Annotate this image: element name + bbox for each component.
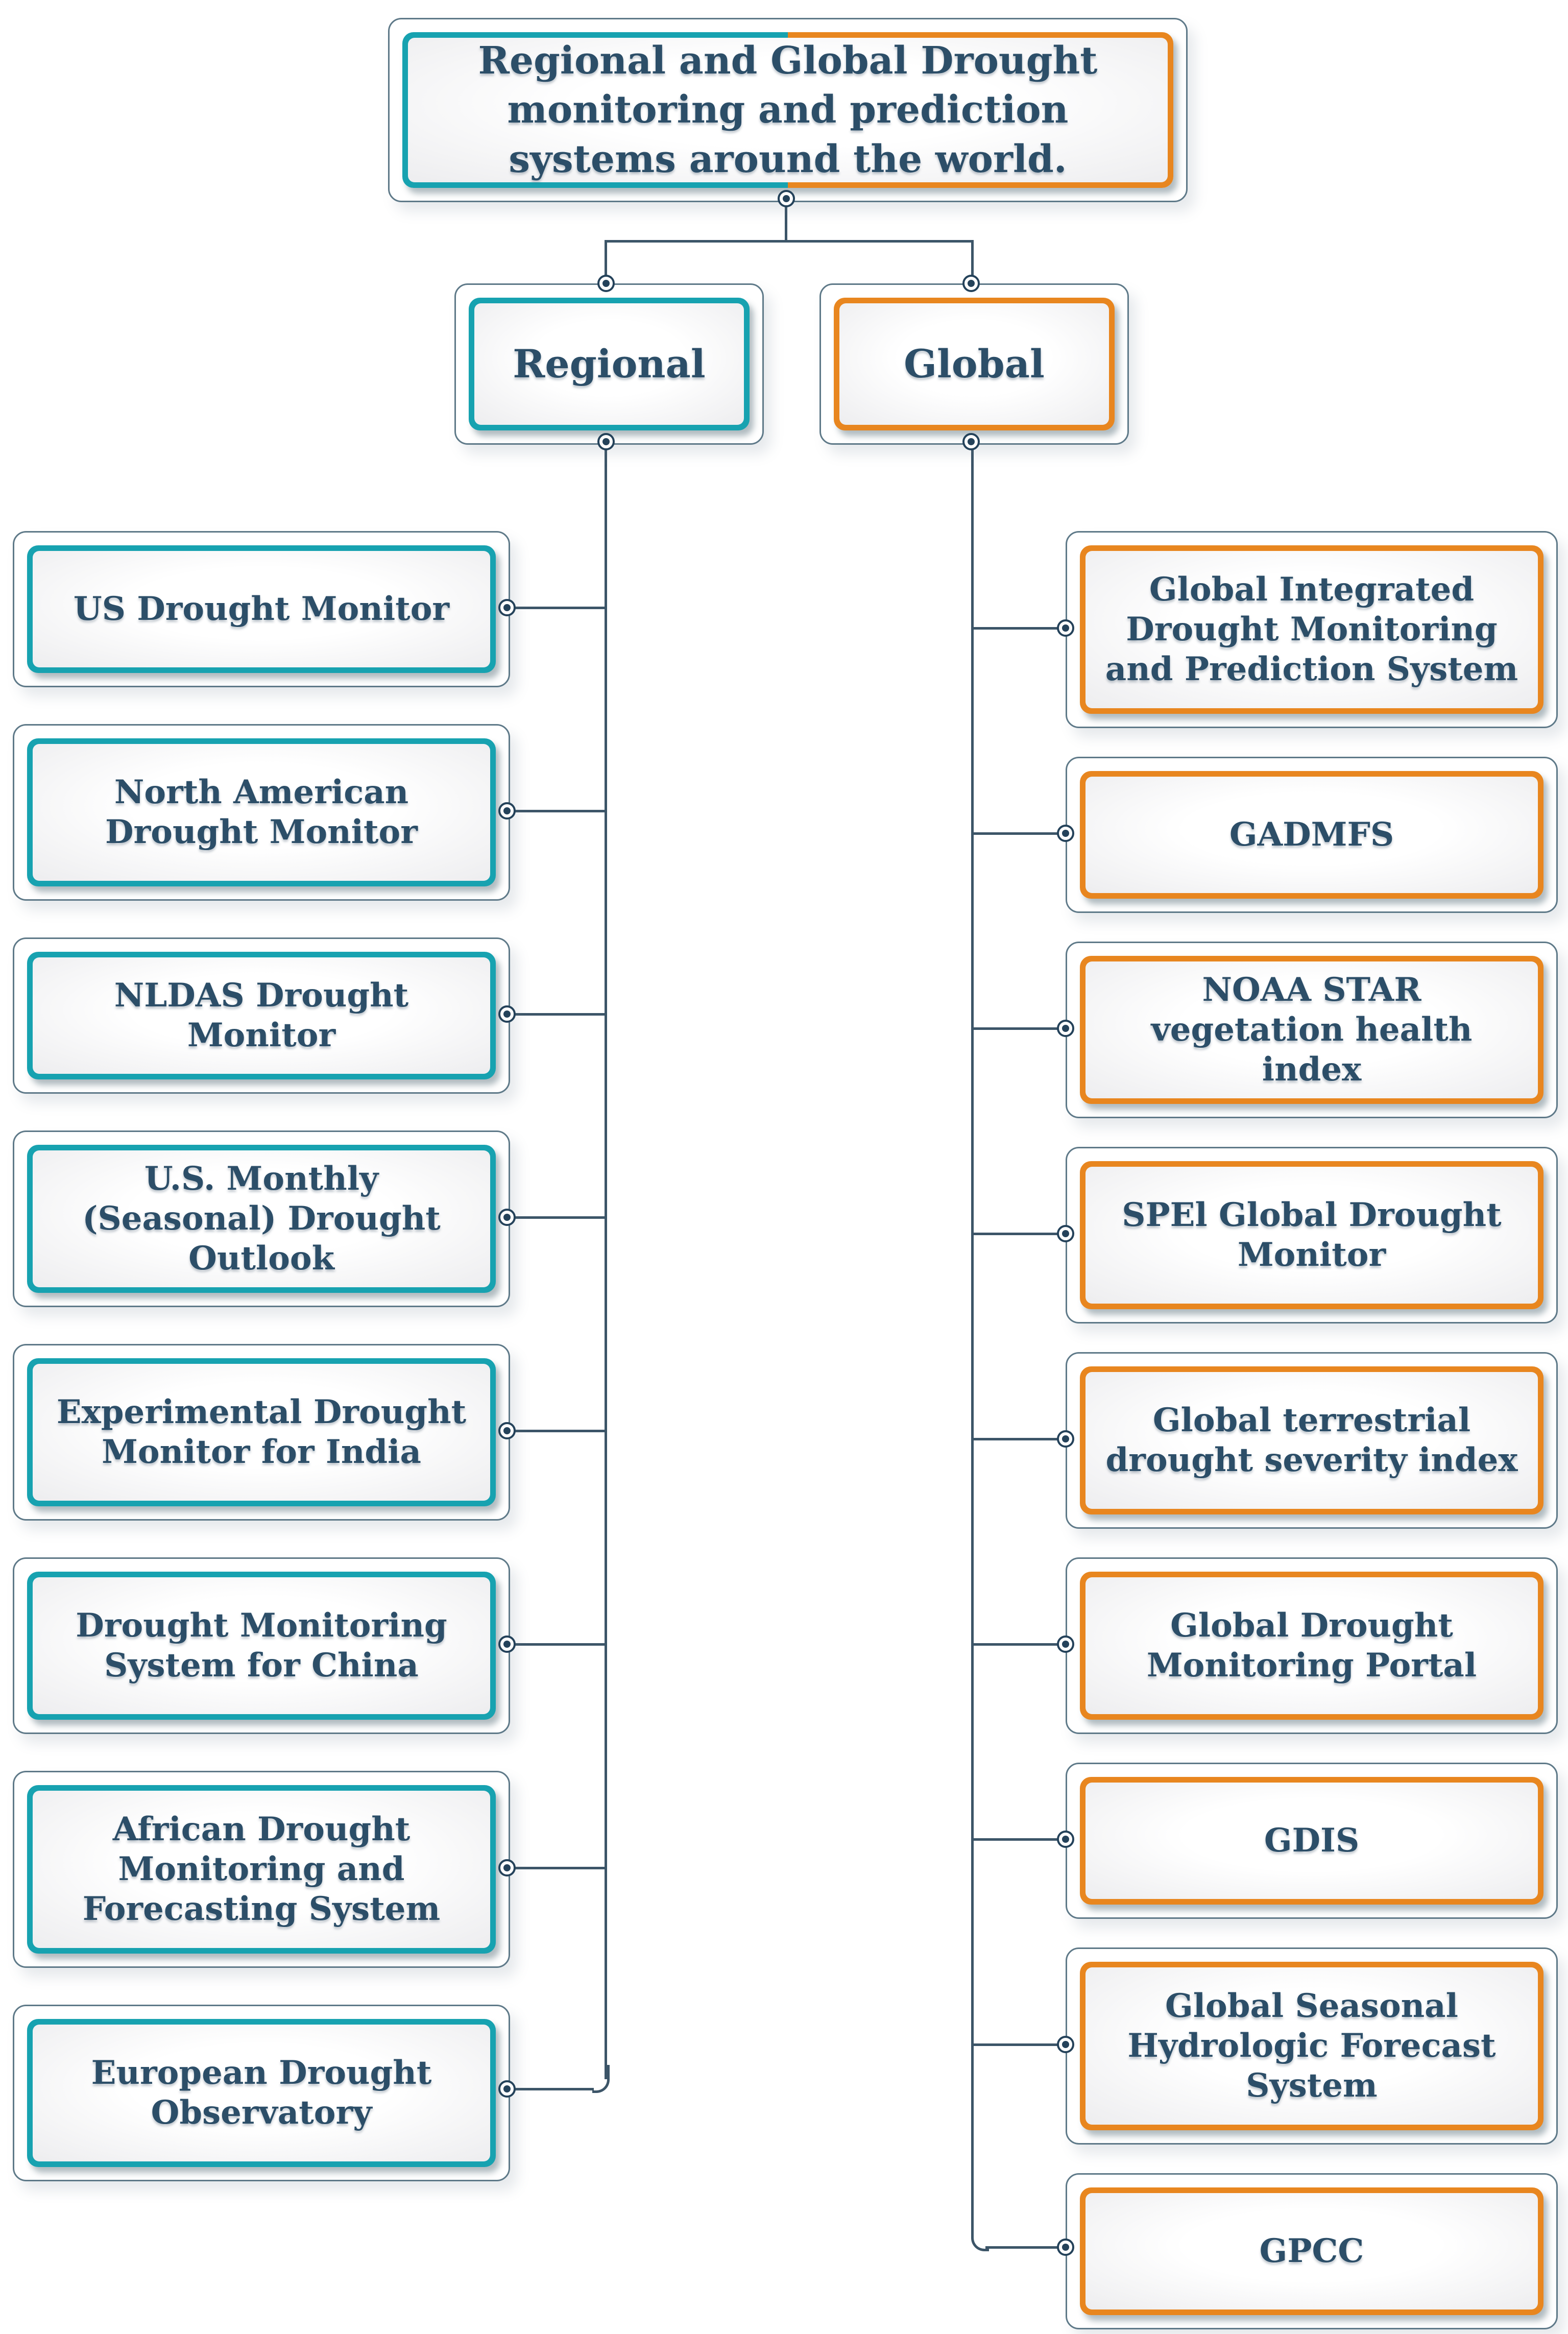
connector-line: [971, 240, 974, 285]
connector-dot-icon: [498, 1859, 516, 1876]
node-label: NOAA STAR vegetation health index: [1151, 970, 1473, 1089]
connector-line: [507, 1216, 606, 1219]
connector-dot-icon: [498, 1635, 516, 1653]
node-label: US Drought Monitor: [73, 589, 450, 628]
branch-label-global: Global: [904, 341, 1045, 387]
node-spei-global-drought-monitor: SPEl Global Drought Monitor: [1066, 1147, 1558, 1324]
node-us-drought-monitor: US Drought Monitor: [13, 531, 510, 687]
node-label: U.S. Monthly (Seasonal) Drought Outlook: [82, 1159, 441, 1278]
connector-line: [973, 627, 1066, 630]
node-experimental-drought-monitor-india: Experimental Drought Monitor for India: [13, 1344, 510, 1521]
node-label: GPCC: [1259, 2231, 1364, 2270]
connector-dot-icon: [1057, 1020, 1074, 1037]
connector-elbow: [971, 2223, 989, 2251]
node-gdis: GDIS: [1066, 1763, 1558, 1919]
connector-dot-icon: [1057, 2239, 1074, 2256]
node-gpcc: GPCC: [1066, 2173, 1558, 2329]
node-label: Global Integrated Drought Monitoring and…: [1105, 570, 1518, 689]
node-global: Global: [819, 283, 1129, 445]
node-gadmfs: GADMFS: [1066, 757, 1558, 913]
connector-dot-icon: [498, 2080, 516, 2098]
connector-dot-icon: [1057, 1635, 1074, 1653]
connector-dot-icon: [498, 1005, 516, 1023]
node-noaa-star-vegetation-health-index: NOAA STAR vegetation health index: [1066, 942, 1558, 1118]
node-label: Global Drought Monitoring Portal: [1146, 1606, 1477, 1685]
global-spine-line: [971, 440, 974, 2225]
connector-line: [507, 1643, 606, 1646]
connector-line: [507, 1013, 606, 1016]
connector-line: [507, 810, 606, 812]
connector-dot-icon: [597, 275, 615, 292]
node-nldas-drought-monitor: NLDAS Drought Monitor: [13, 937, 510, 1094]
node-european-drought-observatory: European Drought Observatory: [13, 2005, 510, 2181]
connector-line: [605, 240, 607, 285]
branch-label-regional: Regional: [513, 341, 706, 387]
regional-spine-line: [605, 440, 607, 2079]
title-accent-border: Regional and Global Drought monitoring a…: [402, 32, 1173, 188]
node-label: Global terrestrial drought severity inde…: [1105, 1401, 1518, 1479]
connector-line: [973, 2043, 1066, 2046]
global-content: Global: [839, 303, 1109, 425]
global-accent-border: Global: [834, 298, 1115, 430]
connector-dot-icon: [498, 599, 516, 616]
connector-dot-icon: [1057, 825, 1074, 842]
connector-dot-icon: [498, 802, 516, 820]
connector-dot-icon: [1057, 1225, 1074, 1242]
connector-line: [973, 1438, 1066, 1440]
node-north-american-drought-monitor: North American Drought Monitor: [13, 724, 510, 901]
page-title: Regional and Global Drought monitoring a…: [478, 39, 1098, 181]
connector-dot-icon: [498, 1422, 516, 1439]
node-label: Drought Monitoring System for China: [76, 1606, 447, 1685]
connector-line: [605, 240, 974, 243]
node-title: Regional and Global Drought monitoring a…: [388, 18, 1188, 202]
connector-dot-icon: [498, 1209, 516, 1226]
node-label: SPEl Global Drought Monitor: [1122, 1195, 1502, 1274]
connector-line: [973, 1838, 1066, 1841]
connector-line: [973, 1233, 1066, 1235]
node-us-monthly-seasonal-drought-outlook: U.S. Monthly (Seasonal) Drought Outlook: [13, 1130, 510, 1307]
connector-dot-icon: [1057, 619, 1074, 637]
connector-line: [973, 1027, 1066, 1030]
regional-accent-border: Regional: [469, 298, 750, 430]
connector-line: [507, 607, 606, 609]
node-global-drought-monitoring-portal: Global Drought Monitoring Portal: [1066, 1557, 1558, 1734]
node-global-seasonal-hydrologic-forecast-system: Global Seasonal Hydrologic Forecast Syst…: [1066, 1947, 1558, 2145]
node-label: Global Seasonal Hydrologic Forecast Syst…: [1127, 1986, 1496, 2105]
title-content: Regional and Global Drought monitoring a…: [408, 38, 1168, 182]
node-label: African Drought Monitoring and Forecasti…: [82, 1810, 441, 1929]
connector-dot-icon: [1057, 1831, 1074, 1848]
connector-line: [785, 198, 787, 241]
connector-dot-icon: [962, 275, 980, 292]
connector-dot-icon: [962, 433, 980, 450]
connector-dot-icon: [1057, 1430, 1074, 1448]
connector-line: [507, 1430, 606, 1432]
node-label: NLDAS Drought Monitor: [114, 976, 409, 1054]
node-label: Experimental Drought Monitor for India: [56, 1392, 467, 1471]
connector-line: [973, 1643, 1066, 1646]
node-regional: Regional: [454, 283, 764, 445]
regional-content: Regional: [474, 303, 744, 425]
node-label: GADMFS: [1229, 815, 1394, 854]
connector-line: [507, 1867, 606, 1869]
node-drought-monitoring-system-china: Drought Monitoring System for China: [13, 1557, 510, 1734]
node-african-drought-monitoring-forecasting-system: African Drought Monitoring and Forecasti…: [13, 1771, 510, 1968]
node-global-integrated-drought-monitoring-prediction-system: Global Integrated Drought Monitoring and…: [1066, 531, 1558, 728]
connector-line: [507, 2088, 594, 2090]
connector-dot-icon: [1057, 2036, 1074, 2053]
node-label: GDIS: [1264, 1821, 1360, 1860]
node-global-terrestrial-drought-severity-index: Global terrestrial drought severity inde…: [1066, 1352, 1558, 1529]
connector-line: [973, 832, 1066, 835]
connector-elbow: [592, 2065, 610, 2093]
connector-line: [985, 2246, 1066, 2249]
connector-dot-icon: [778, 190, 795, 207]
connector-dot-icon: [597, 433, 615, 450]
node-label: North American Drought Monitor: [105, 773, 418, 851]
node-label: European Drought Observatory: [91, 2053, 432, 2132]
